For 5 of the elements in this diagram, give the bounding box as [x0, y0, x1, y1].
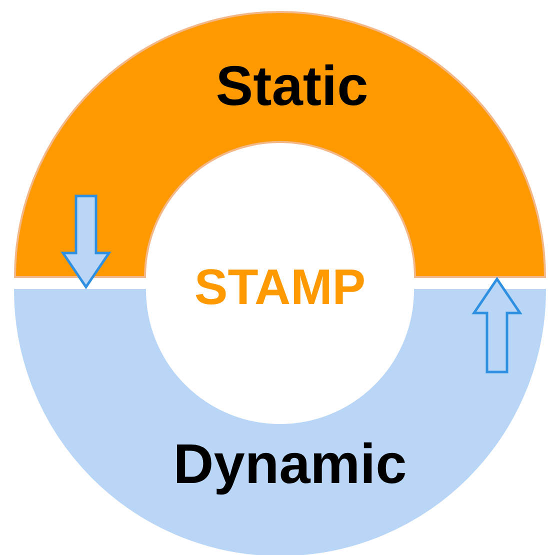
block-arrow: [472, 276, 522, 374]
ring-section-title: Static: [216, 55, 368, 117]
block-arrow: [60, 194, 112, 290]
center-title: STAMP: [194, 258, 366, 316]
ring-section-title: Dynamic: [173, 433, 407, 495]
